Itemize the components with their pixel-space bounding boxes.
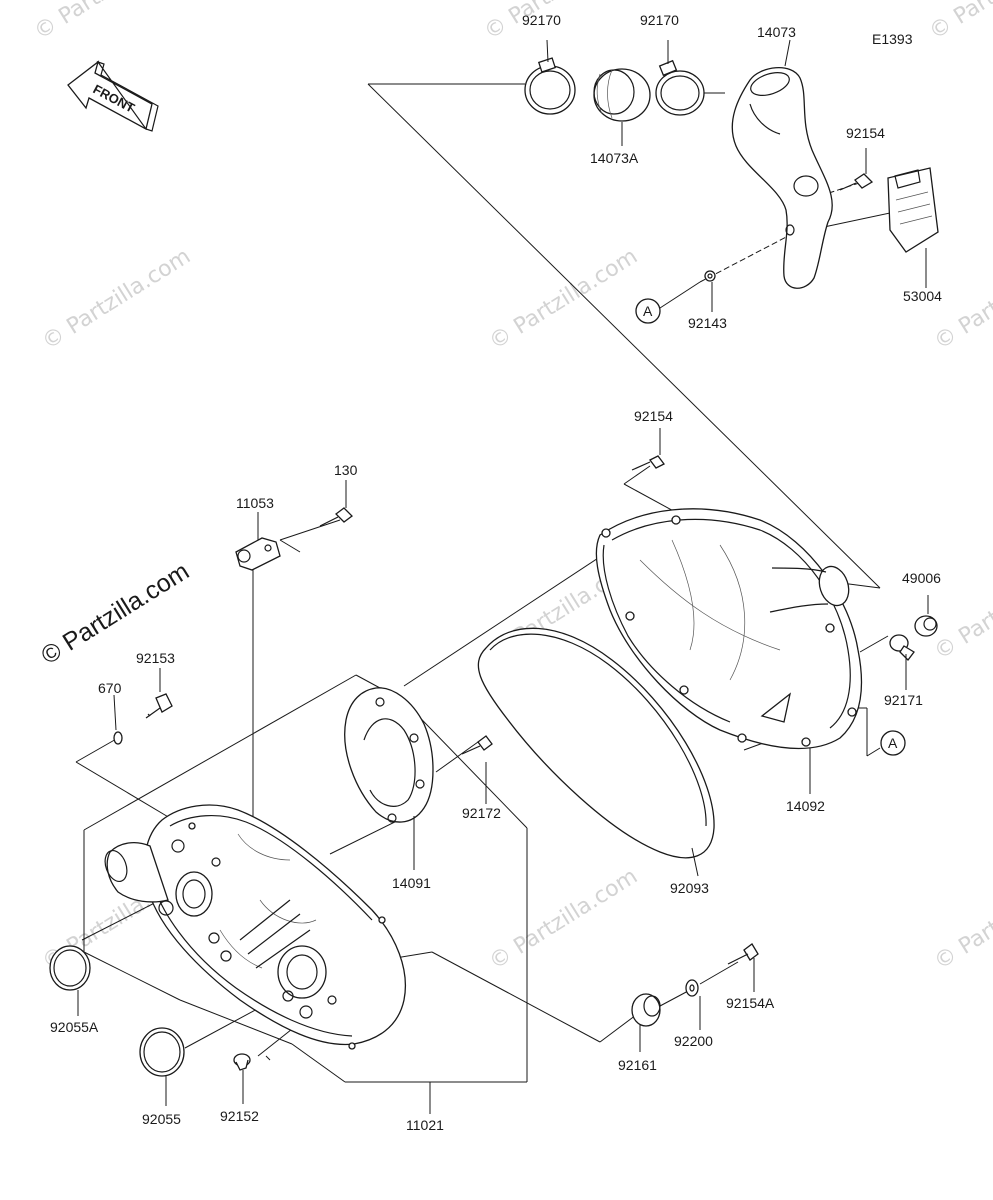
ref-mark-a-top: A <box>635 298 661 324</box>
callout-14091: 14091 <box>392 875 431 891</box>
part-11053-bracket <box>235 512 281 571</box>
callout-92152: 92152 <box>220 1108 259 1124</box>
watermark: © Partzilla.com <box>930 864 993 975</box>
part-92154-top-screw <box>839 148 874 191</box>
callout-92171: 92171 <box>884 692 923 708</box>
callout-92055A: 92055A <box>50 1019 99 1035</box>
part-92161-grommet <box>631 993 661 1052</box>
callout-92143: 92143 <box>688 315 727 331</box>
part-92093-gasket <box>477 627 715 877</box>
callout-49006: 49006 <box>902 570 941 586</box>
part-92172-bolt <box>461 735 493 804</box>
callout-92153: 92153 <box>136 650 175 666</box>
part-92143-washer <box>704 270 716 312</box>
callout-92172: 92172 <box>462 805 501 821</box>
front-arrow-icon: FRONT <box>67 60 159 132</box>
part-14073-intake-duct <box>731 39 833 289</box>
callout-labels: 92170 92170 14073 14073A 92154 53004 921… <box>50 12 942 1133</box>
ref-mark-a-bottom: A <box>880 730 906 756</box>
part-53004-label <box>887 167 939 288</box>
callout-92170: 92170 <box>522 12 561 28</box>
part-14073A-joint-sleeve <box>593 68 651 146</box>
callout-11053: 11053 <box>236 495 274 511</box>
part-92152-plug <box>233 1053 251 1104</box>
part-92170-clamp-left <box>524 39 576 115</box>
callout-14073A: 14073A <box>590 150 639 166</box>
watermark: © Partzilla.com <box>485 864 642 975</box>
watermark: © Partzilla.com <box>925 0 993 45</box>
part-92170-clamp-right <box>655 40 705 116</box>
callout-92055: 92055 <box>142 1111 181 1127</box>
part-92154A-bolt <box>727 943 759 992</box>
callout-92154: 92154 <box>846 125 885 141</box>
callout-130: 130 <box>334 462 358 478</box>
callout-92200: 92200 <box>674 1033 713 1049</box>
part-130-bolt <box>319 480 353 527</box>
callout-11021: 11021 <box>406 1117 444 1133</box>
callout-14092: 14092 <box>786 798 825 814</box>
part-670-oring <box>113 694 123 745</box>
part-92153-screw <box>145 668 173 719</box>
part-11021-inner-cover <box>104 804 431 1114</box>
callout-670: 670 <box>98 680 122 696</box>
watermark: © Partzilla.com <box>485 244 642 355</box>
watermark: © Partzilla.com <box>38 244 195 355</box>
part-92154-mid-screw <box>631 428 665 471</box>
part-14091-plate <box>344 687 434 870</box>
diagram-code: E1393 <box>872 31 913 47</box>
ref-mark-label: A <box>643 303 653 319</box>
part-92171-clamp-small <box>889 634 915 690</box>
callout-92154A: 92154A <box>726 995 775 1011</box>
callout-53004: 53004 <box>903 288 942 304</box>
callout-14073: 14073 <box>757 24 796 40</box>
callout-92093: 92093 <box>670 880 709 896</box>
ref-mark-label: A <box>888 735 898 751</box>
callout-92161: 92161 <box>618 1057 657 1073</box>
part-49006-plug <box>914 595 938 637</box>
part-92055A-oring <box>49 945 91 1016</box>
part-92200-washer <box>685 979 701 1030</box>
part-14092-outer-cover <box>595 508 863 794</box>
part-92055-oring <box>139 1027 185 1106</box>
callout-92154: 92154 <box>634 408 673 424</box>
watermark: © Partzilla.com <box>30 0 187 45</box>
callout-92170: 92170 <box>640 12 679 28</box>
